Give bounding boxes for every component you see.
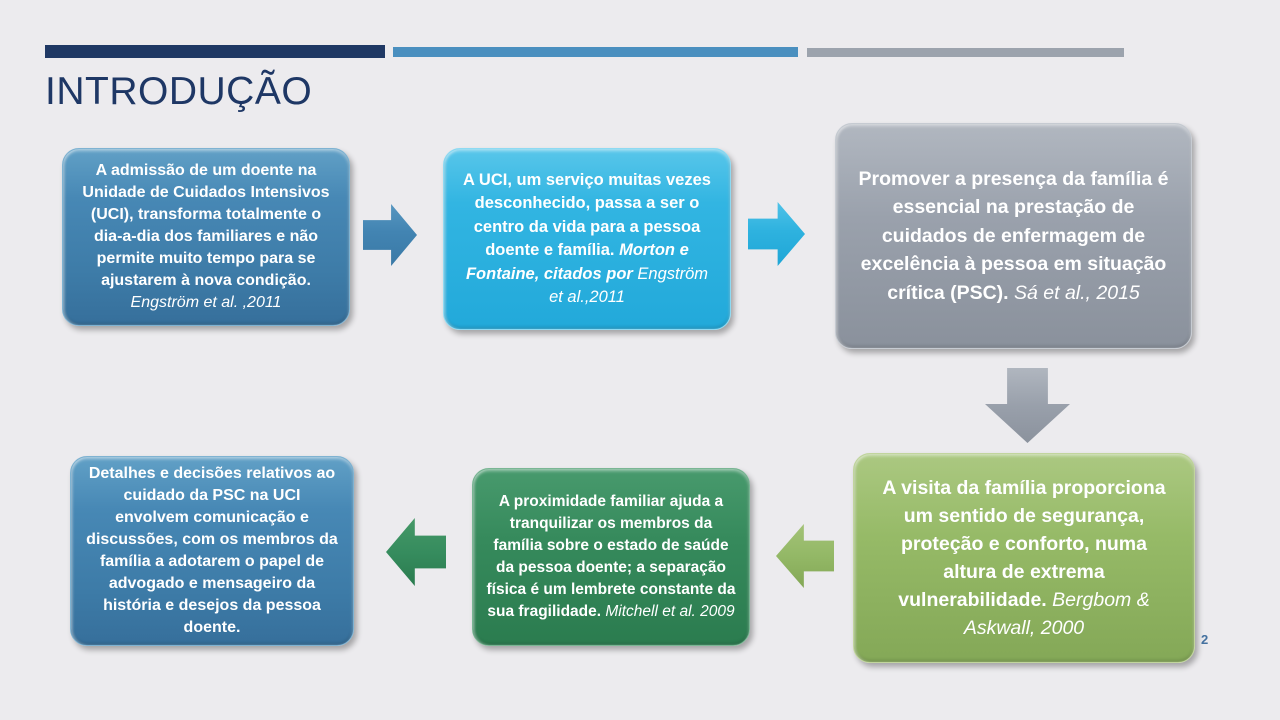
right-arrow-icon [363,204,417,266]
box-citation: Engström et al. ,2011 [130,294,282,311]
box-body-text: A visita da família proporciona um senti… [882,477,1166,611]
box-body-text: A admissão de um doente na Unidade de Cu… [82,162,330,289]
right-arrow-icon [748,202,805,266]
header-accent-bar-blue [393,47,798,57]
flow-box-uci-servico: A UCI, um serviço muitas vezes desconhec… [443,148,731,330]
header-accent-bar-gray [807,48,1124,57]
flow-box-detalhes-decisoes: Detalhes e decisões relativos ao cuidado… [70,456,354,646]
flow-box-text: A admissão de um doente na Unidade de Cu… [77,160,335,314]
down-arrow-icon [985,368,1070,443]
flow-box-text: Promover a presença da família é essenci… [856,165,1171,308]
flow-box-text: A proximidade familiar ajuda a tranquili… [486,491,736,623]
flow-box-text: A visita da família proporciona um senti… [872,474,1176,642]
box-citation: Sá et al., 2015 [1014,281,1140,304]
box-citation: Mitchell et al. 2009 [605,603,735,620]
box-citation: Bergbom & Askwall, 2000 [963,589,1150,639]
box-body-text: A UCI, um serviço muitas vezes desconhec… [463,170,711,260]
flow-box-visita-familia: A visita da família proporciona um senti… [853,453,1195,663]
flow-box-text: A UCI, um serviço muitas vezes desconhec… [460,169,714,310]
box-body-text: Detalhes e decisões relativos ao cuidado… [86,465,338,636]
flow-box-text: Detalhes e decisões relativos ao cuidado… [85,463,339,639]
box-body-text: A proximidade familiar ajuda a tranquili… [486,493,736,620]
flow-box-promover-presenca: Promover a presença da família é essenci… [835,123,1192,349]
left-arrow-icon [776,524,834,588]
left-arrow-icon [386,518,446,586]
flow-box-admissao-uci: A admissão de um doente na Unidade de Cu… [62,148,350,326]
slide-title: INTRODUÇÃO [45,70,313,113]
header-accent-bar-navy [45,45,385,58]
box-citation: Engström et al.,2011 [549,264,709,307]
page-number: 2 [1201,632,1209,647]
box-citation-authors: Morton e Fontaine, citados por [465,241,689,283]
flow-box-proximidade-familiar: A proximidade familiar ajuda a tranquili… [472,468,750,646]
box-body-text: Promover a presença da família é essenci… [858,167,1169,304]
